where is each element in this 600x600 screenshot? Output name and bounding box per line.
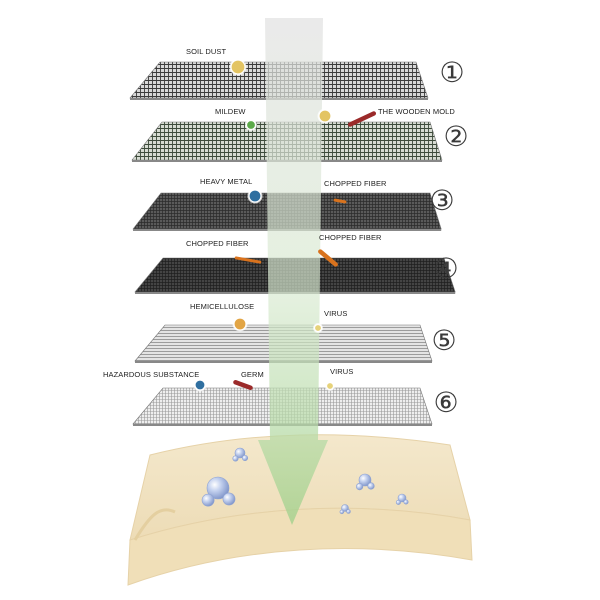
particle-label: VIRUS — [324, 309, 347, 318]
molecule-atom — [403, 499, 409, 505]
layer-number: ③ — [429, 184, 454, 217]
particle-rod: THE WOODEN MOLD — [347, 107, 455, 127]
particle-sphere — [194, 379, 206, 391]
molecule-atom — [358, 473, 372, 487]
particle-label: MILDEW — [215, 107, 246, 116]
particle-rod: CHOPPED FIBER — [318, 233, 382, 267]
molecule-atom — [339, 509, 345, 515]
layer-number: ② — [443, 120, 468, 153]
molecule-atom — [201, 493, 215, 507]
particle-sphere — [245, 119, 257, 131]
particle-label: CHOPPED FIBER — [319, 233, 382, 242]
particle-sphere: HAZARDOUS SUBSTANCE — [103, 370, 207, 392]
molecule-atom — [395, 499, 401, 505]
particle-label: CHOPPED FIBER — [324, 179, 387, 188]
particle-sphere: MILDEW — [215, 107, 257, 131]
particle-sphere: SOIL DUST — [186, 47, 247, 76]
molecule-atom — [367, 482, 375, 490]
molecule-atom — [232, 455, 239, 462]
layer-number: ⑥ — [433, 386, 458, 419]
particle-sphere — [248, 189, 262, 203]
particles: ① SOIL DUST ② MILDEW THE WOODEN MOLD ③ HEAVY M… — [103, 47, 469, 419]
surface-front — [127, 507, 473, 586]
molecule-atom — [341, 504, 349, 512]
molecule — [339, 504, 351, 515]
particle-sphere: HEMICELLULOSE — [190, 302, 254, 332]
particle-fiber-shape — [333, 198, 347, 204]
arrow-shape — [258, 18, 328, 525]
molecule — [356, 473, 375, 491]
particle-label: CHOPPED FIBER — [186, 239, 249, 248]
particle-label: THE WOODEN MOLD — [378, 107, 455, 116]
molecule-atom — [234, 447, 246, 459]
particle-label: SOIL DUST — [186, 47, 227, 56]
molecule-atom — [397, 493, 407, 503]
particle-label: GERM — [241, 370, 264, 379]
molecule — [395, 493, 409, 505]
particle-label: HEAVY METAL — [200, 177, 252, 186]
molecule-atom — [206, 476, 230, 500]
particle-sphere: VIRUS — [313, 309, 347, 333]
particle-sphere: VIRUS — [325, 367, 353, 391]
particle-sphere — [318, 109, 332, 123]
molecule — [232, 447, 249, 462]
particle-sphere — [233, 317, 247, 331]
particle-rod-shape — [347, 111, 377, 127]
particle-fiber-shape — [234, 256, 262, 264]
surface-edge — [133, 508, 176, 541]
molecule-atom — [356, 483, 364, 491]
molecule-atom — [346, 509, 351, 514]
particle-sphere — [313, 323, 323, 333]
particle-rod: GERM — [233, 370, 264, 390]
particle-rod-shape — [318, 249, 338, 267]
particle-rod-shape — [233, 380, 253, 390]
particle-sphere: HEAVY METAL — [200, 177, 263, 204]
particle-fiber: CHOPPED FIBER — [324, 179, 387, 204]
layer-number: ⑤ — [431, 324, 456, 357]
particle-sphere — [325, 381, 335, 391]
particle-label: HAZARDOUS SUBSTANCE — [103, 370, 199, 379]
clean-air-molecules — [201, 447, 409, 515]
layer-number: ① — [439, 56, 464, 89]
particle-label: HEMICELLULOSE — [190, 302, 254, 311]
particle-sphere — [230, 59, 246, 75]
particle-sphere — [317, 108, 333, 124]
molecule — [201, 476, 236, 507]
molecule-atom — [241, 454, 249, 462]
particle-label: VIRUS — [330, 367, 353, 376]
airflow-arrow — [258, 18, 328, 525]
layer-number: ④ — [433, 252, 458, 285]
molecule-atom — [222, 492, 236, 506]
particle-fiber: CHOPPED FIBER — [186, 239, 262, 264]
